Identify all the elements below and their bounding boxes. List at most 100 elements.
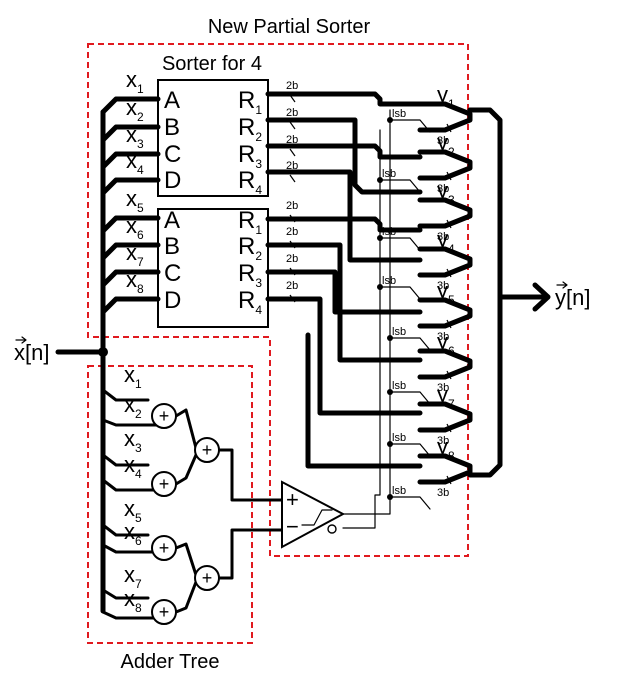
adder-tree-x-label: x2 [124, 392, 142, 421]
sorter-1-input-pin: D [164, 167, 181, 194]
adder-symbol: + [159, 602, 170, 622]
sorter-1-output-pin: R1 [238, 87, 262, 117]
output-label: y6 [437, 329, 455, 358]
adder [151, 535, 177, 561]
bus-width-label: 2b [286, 134, 298, 146]
output-label: y8 [437, 434, 455, 463]
output-label: y2 [437, 130, 455, 159]
adder-tree-x-label: x8 [124, 586, 142, 615]
sorter-2-input-pin: C [164, 260, 181, 287]
sorter-2-output-pin: R4 [238, 287, 262, 317]
input-label: x[n] [14, 340, 49, 365]
output-label: y4 [437, 227, 455, 256]
bus-width-label: 2b [286, 280, 298, 292]
sorter-2-input-pin: D [164, 287, 181, 314]
bus-width-label: 2b [286, 80, 298, 92]
sorter-2-x-label: x5 [126, 186, 144, 215]
sorter-1-input-pin: B [164, 114, 180, 141]
adder-tree-x-label: x7 [124, 562, 142, 591]
adder-tree-x-label: x6 [124, 519, 142, 548]
sorter-1-output-pin: R3 [238, 141, 262, 171]
adder [194, 565, 220, 591]
new-partial-sorter-title: New Partial Sorter [208, 16, 371, 38]
bus-width-label: 3b [437, 331, 449, 343]
lsb-label: lsb [392, 326, 406, 338]
adder-symbol: + [159, 474, 170, 494]
adder-symbol: + [159, 538, 170, 558]
sorter-1-output-pin: R4 [238, 167, 262, 197]
comparator-minus: − [286, 514, 299, 539]
output-mux [417, 101, 473, 133]
output-label: y3 [437, 178, 455, 207]
input-bus [55, 109, 108, 614]
sorter-1-x-label: x3 [126, 122, 144, 151]
bus-width-label: 3b [437, 183, 449, 195]
adders: ++++++ [151, 403, 220, 625]
output-label: y7 [437, 382, 455, 411]
sorter-2-x-label: x8 [126, 267, 144, 296]
output-mux [417, 453, 473, 485]
sorter-2-input-wires [100, 215, 161, 315]
lsb-label: lsb [392, 108, 406, 120]
bus-width-label: 2b [286, 107, 298, 119]
output-label: y1 [437, 82, 455, 111]
sorter-1-output-pin: R2 [238, 114, 262, 144]
output-bus [467, 107, 551, 478]
bus-width-label: 2b [286, 200, 298, 212]
output-label: y[n] [555, 285, 590, 310]
sorter-1-input-wires [100, 96, 161, 196]
output-mux [417, 149, 473, 181]
lsb-label: lsb [392, 432, 406, 444]
adder [194, 437, 220, 463]
adder-symbol: + [159, 406, 170, 426]
adder-tree-x-label: x3 [124, 426, 142, 455]
input-vector-arrow-icon [15, 336, 27, 344]
lsb-label: lsb [392, 485, 406, 497]
bus-width-label: 3b [437, 435, 449, 447]
bus-width-label: 3b [437, 231, 449, 243]
sorter-2-output-pin: R1 [238, 207, 262, 237]
sorter-2-x-label: x6 [126, 213, 144, 242]
bus-width-label: 2b [286, 226, 298, 238]
sorter-for-4-title: Sorter for 4 [162, 53, 262, 75]
bus-width-label: 2b [286, 160, 298, 172]
adder [151, 403, 177, 429]
sorter-1-x-label: x2 [126, 95, 144, 124]
adder-tree-x-label: x5 [124, 496, 142, 525]
sorter-1-x-label: x1 [126, 67, 144, 96]
bus-width-label: 3b [437, 280, 449, 292]
comparator [281, 480, 346, 549]
adder [151, 471, 177, 497]
adder-tree-wires [101, 388, 284, 620]
adder-tree-title: Adder Tree [121, 651, 220, 673]
bus-width-label: 3b [437, 382, 449, 394]
output-mux [417, 348, 473, 380]
lsb-label: lsb [392, 380, 406, 392]
sorter-1-input-pin: C [164, 141, 181, 168]
sorter-1 [157, 79, 269, 197]
bus-width-label: 3b [437, 487, 449, 499]
lsb-label: lsb [382, 226, 396, 238]
bus-width-label: 2b [286, 253, 298, 265]
lsb-label: lsb [382, 168, 396, 180]
sorter-2-output-pin: R2 [238, 233, 262, 263]
sorter-2-output-pin: R3 [238, 260, 262, 290]
sorter-1-x-label: x4 [126, 148, 144, 177]
sorter-2 [157, 208, 269, 328]
sorter-1-input-pin: A [164, 87, 180, 114]
bus-width-label: 3b [437, 135, 449, 147]
adder-symbol: + [202, 440, 213, 460]
output-mux [417, 401, 473, 433]
adder [151, 599, 177, 625]
sorter-2-input-pin: B [164, 233, 180, 260]
output-vector-arrow-icon [556, 281, 568, 289]
sorter-2-input-pin: A [164, 207, 180, 234]
